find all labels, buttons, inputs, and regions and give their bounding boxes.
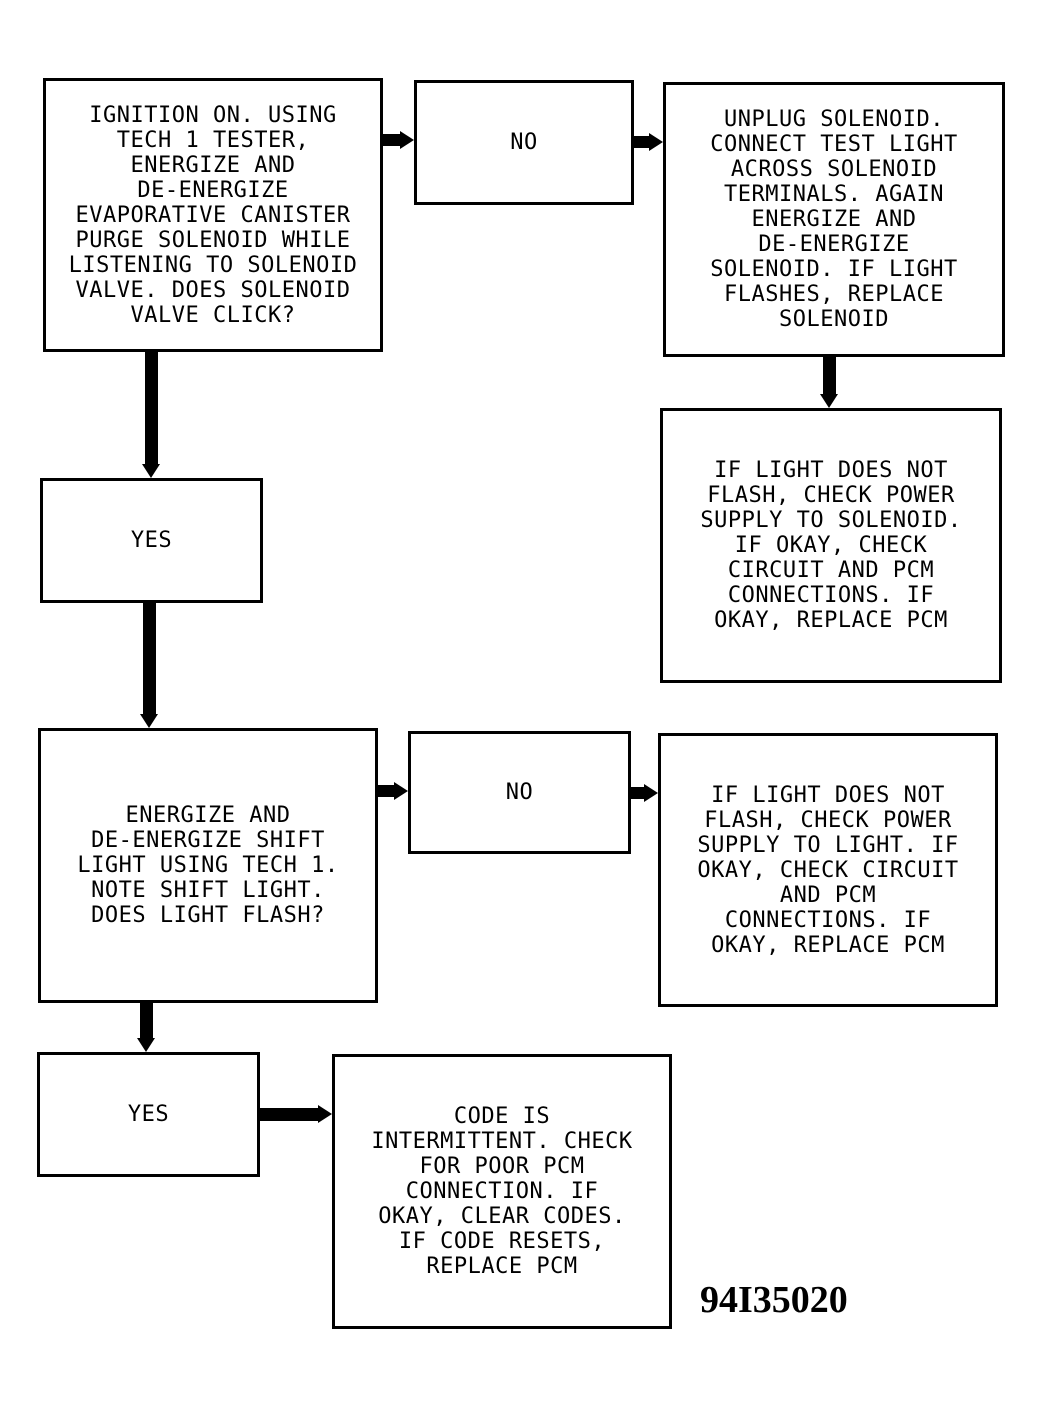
solenoid-no-flash-box: IF LIGHT DOES NOT FLASH, CHECK POWER SUP… — [660, 408, 1002, 683]
arrowhead-yes2-to-intermittent — [318, 1105, 332, 1123]
connector-shift-to-no2 — [378, 785, 395, 797]
arrowhead-unplug-to-noflash — [820, 394, 838, 408]
connector-start-to-yes1 — [145, 352, 158, 465]
arrowhead-no1-to-unplug — [649, 133, 663, 151]
connector-no1-to-unplug — [634, 136, 650, 148]
arrowhead-start-to-no1 — [400, 131, 414, 149]
intermittent-box: CODE IS INTERMITTENT. CHECK FOR POOR PCM… — [332, 1054, 672, 1329]
unplug-solenoid-text: UNPLUG SOLENOID. CONNECT TEST LIGHT ACRO… — [710, 107, 958, 332]
intermittent-text: CODE IS INTERMITTENT. CHECK FOR POOR PCM… — [371, 1104, 633, 1279]
arrowhead-no2-to-light — [644, 784, 658, 802]
connector-shift-to-yes2 — [140, 1003, 153, 1039]
connector-start-to-no1 — [383, 134, 401, 146]
yes-box-1-text: YES — [130, 528, 173, 553]
arrowhead-yes1-to-shift — [140, 714, 158, 728]
start-box: IGNITION ON. USING TECH 1 TESTER, ENERGI… — [43, 78, 383, 352]
connector-yes1-to-shift — [143, 603, 156, 715]
unplug-solenoid-box: UNPLUG SOLENOID. CONNECT TEST LIGHT ACRO… — [663, 82, 1005, 357]
arrowhead-shift-to-no2 — [394, 782, 408, 800]
yes-box-1: YES — [40, 478, 263, 603]
arrowhead-start-to-yes1 — [142, 464, 160, 478]
yes-box-2: YES — [37, 1052, 260, 1177]
arrowhead-shift-to-yes2 — [137, 1038, 155, 1052]
connector-no2-to-light — [631, 787, 645, 799]
no-box-1: NO — [414, 80, 634, 205]
connector-yes2-to-intermittent — [260, 1108, 319, 1121]
connector-unplug-to-noflash — [823, 357, 836, 395]
no-box-2-text: NO — [505, 780, 534, 805]
shift-light-box: ENERGIZE AND DE-ENERGIZE SHIFT LIGHT USI… — [38, 728, 378, 1003]
shift-light-text: ENERGIZE AND DE-ENERGIZE SHIFT LIGHT USI… — [77, 803, 339, 928]
light-no-flash-text: IF LIGHT DOES NOT FLASH, CHECK POWER SUP… — [697, 782, 959, 958]
no-box-1-text: NO — [510, 130, 538, 155]
start-box-text: IGNITION ON. USING TECH 1 TESTER, ENERGI… — [68, 102, 358, 328]
yes-box-2-text: YES — [127, 1102, 170, 1127]
figure-id: 94I35020 — [700, 1279, 848, 1321]
light-no-flash-box: IF LIGHT DOES NOT FLASH, CHECK POWER SUP… — [658, 733, 998, 1007]
no-box-2: NO — [408, 731, 631, 854]
solenoid-no-flash-text: IF LIGHT DOES NOT FLASH, CHECK POWER SUP… — [700, 458, 962, 633]
